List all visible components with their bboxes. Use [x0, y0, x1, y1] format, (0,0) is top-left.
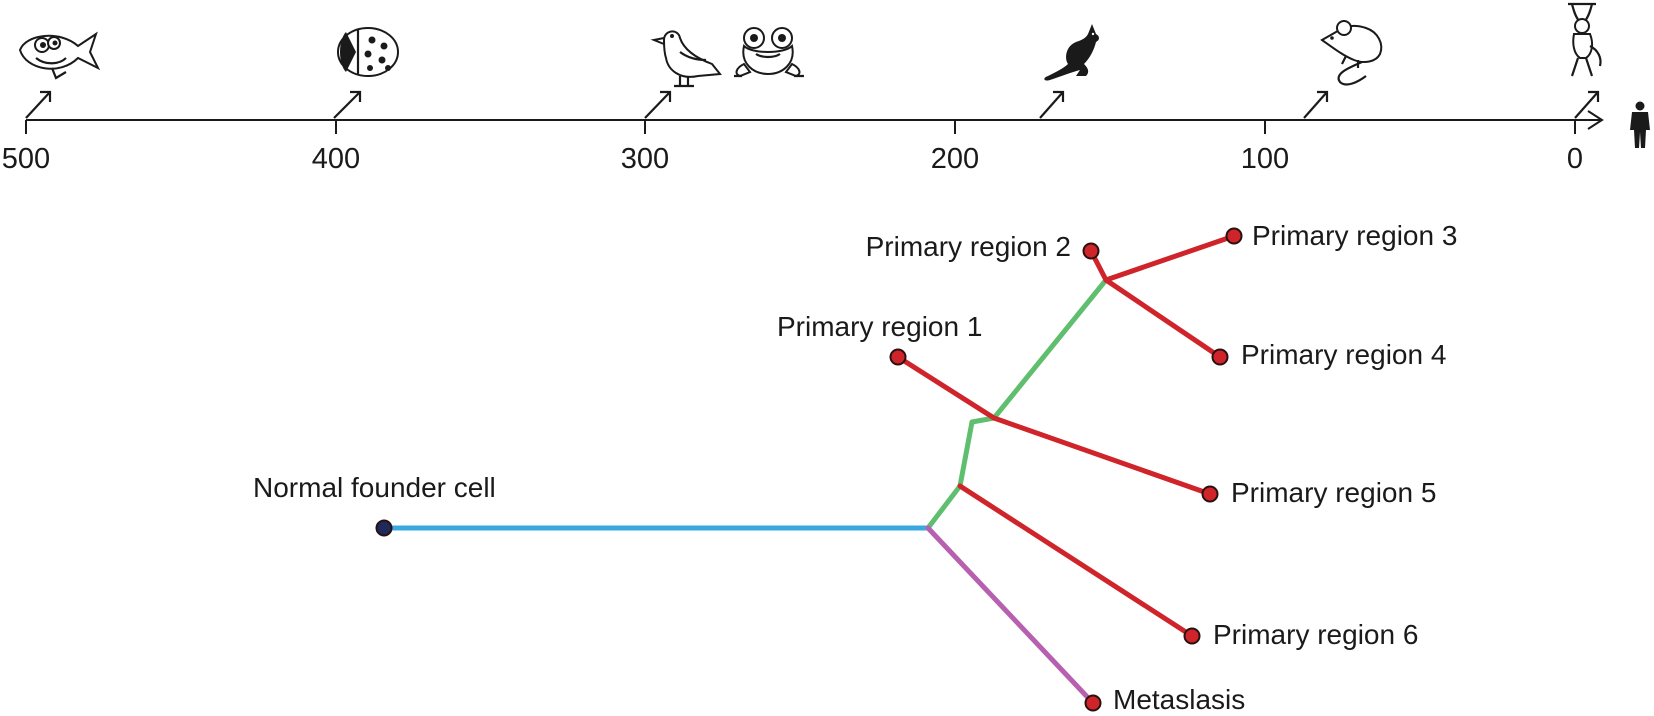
ladybug-icon — [337, 27, 399, 77]
branch-primary-region-3 — [1103, 233, 1237, 283]
pointer-arrow — [1574, 90, 1600, 119]
branch-metastasis — [925, 525, 1096, 706]
pointer-arrow — [1303, 90, 1329, 119]
pointer-arrow — [25, 90, 52, 119]
branch-primary-region-5 — [991, 415, 1213, 497]
mouse-icon — [1320, 20, 1383, 86]
leaf-label: Primary region 2 — [866, 231, 1071, 262]
tick-label: 0 — [1567, 143, 1583, 175]
timeline-pointers — [25, 90, 1600, 119]
frog-icon — [734, 27, 804, 78]
pointer-arrow — [1039, 90, 1065, 119]
human-icon — [1630, 101, 1650, 148]
branch-shared — [925, 277, 1109, 531]
phylogenetic-tree: Normal founder cell Primary region 1 Pri… — [253, 220, 1457, 715]
timeline-tick-labels: 500 400 300 200 100 0 — [2, 143, 1583, 175]
root-label: Normal founder cell — [253, 472, 496, 503]
tick-label: 300 — [621, 143, 669, 175]
leaf-node — [1225, 227, 1243, 245]
leaf-label: Primary region 6 — [1213, 619, 1418, 650]
timeline-ticks — [25, 120, 1576, 134]
leaf-node — [1183, 627, 1201, 645]
leaf-label: Primary region 1 — [777, 311, 982, 342]
leaf-node — [1082, 242, 1100, 260]
branch-primary-region-6 — [957, 483, 1195, 639]
pointer-arrow — [333, 90, 362, 119]
leaf-node — [1211, 348, 1229, 366]
leaf-label: Primary region 3 — [1252, 220, 1457, 251]
leaf-node — [1201, 485, 1219, 503]
tick-label: 400 — [312, 143, 360, 175]
pointer-arrow — [644, 90, 672, 119]
monkey-icon — [1568, 2, 1602, 77]
tick-label: 100 — [1241, 143, 1289, 175]
fish-icon — [18, 31, 101, 80]
leaf-label: Primary region 4 — [1241, 339, 1446, 370]
leaf-label: Primary region 5 — [1231, 477, 1436, 508]
branch-primary-region-4 — [1103, 277, 1223, 360]
timeline: 500 400 300 200 100 0 — [2, 2, 1650, 175]
leaf-label: Metaslasis — [1113, 684, 1245, 715]
branch-primary-region-1 — [895, 354, 997, 421]
leaf-node — [889, 348, 907, 366]
tick-label: 500 — [2, 143, 50, 175]
timeline-arrowhead — [1587, 110, 1604, 130]
kangaroo-icon — [1044, 24, 1099, 81]
bird-icon — [650, 30, 722, 88]
leaf-node — [1084, 694, 1102, 712]
tick-label: 200 — [931, 143, 979, 175]
root-node — [375, 519, 393, 537]
